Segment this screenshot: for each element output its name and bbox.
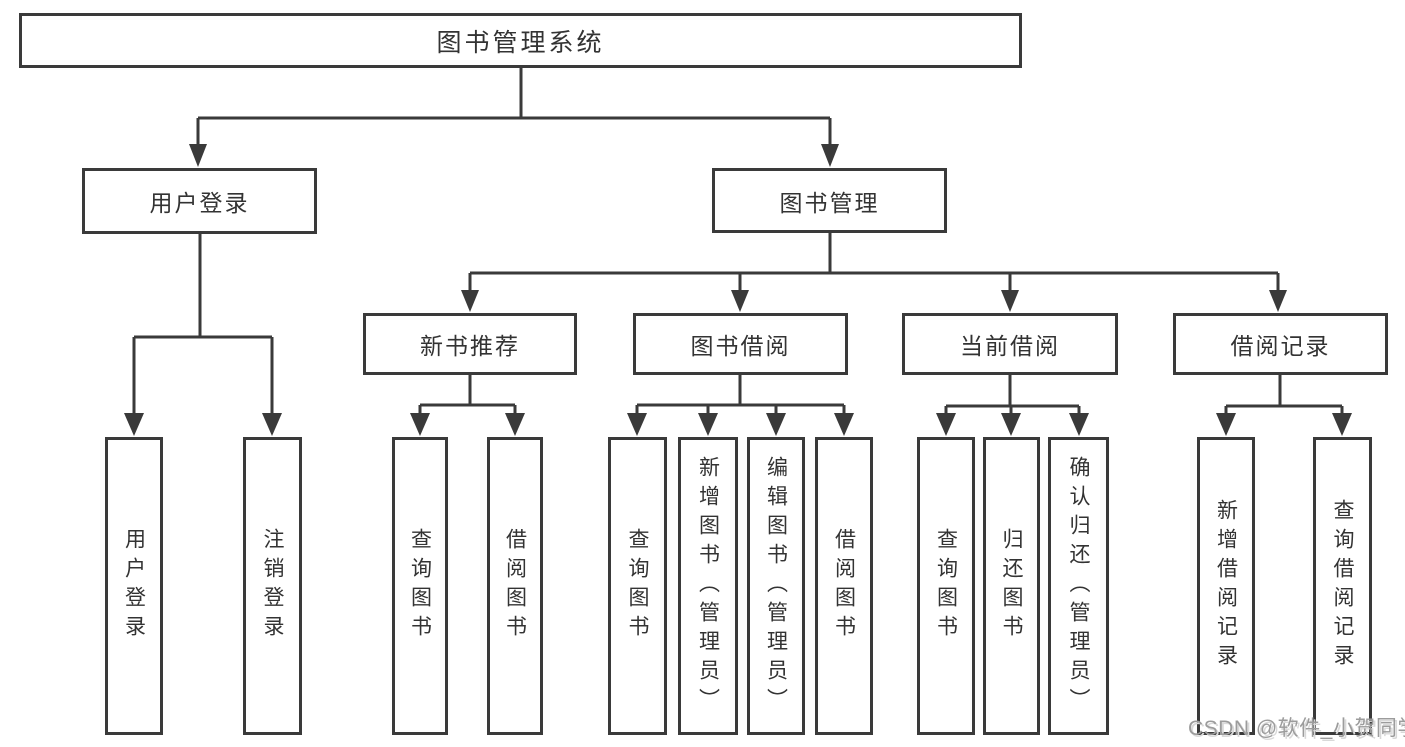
leaf-label: 新增借阅记录 bbox=[1214, 499, 1238, 673]
arrowhead-icons bbox=[124, 144, 1352, 436]
leaf-label: 借阅图书 bbox=[832, 528, 856, 644]
leaf-query-borrow-record: 查询借阅记录 bbox=[1313, 437, 1372, 735]
leaf-label: 借阅图书 bbox=[503, 528, 527, 644]
watermark: CSDN @软件_小贺同学 bbox=[1188, 717, 1405, 740]
leaf-return-book: 归还图书 bbox=[983, 437, 1040, 735]
node-library-system: 图书管理系统 bbox=[19, 13, 1022, 68]
node-label: 图书管理 bbox=[779, 189, 880, 216]
node-user-login: 用户登录 bbox=[82, 168, 317, 234]
node-label: 图书管理系统 bbox=[436, 28, 605, 57]
leaf-query-books-borrow: 查询图书 bbox=[608, 437, 667, 735]
node-label: 当前借阅 bbox=[960, 333, 1060, 359]
leaf-label: 查询借阅记录 bbox=[1331, 499, 1354, 673]
node-label: 用户登录 bbox=[149, 190, 250, 216]
leaf-query-books-recommend: 查询图书 bbox=[392, 437, 448, 735]
node-label: 新书推荐 bbox=[420, 333, 520, 359]
leaf-label: 查询图书 bbox=[408, 528, 432, 644]
leaf-borrow-books: 借阅图书 bbox=[815, 437, 873, 735]
node-book-borrowing: 图书借阅 bbox=[633, 313, 848, 375]
leaf-label: 归还图书 bbox=[1000, 528, 1023, 644]
leaf-add-borrow-record: 新增借阅记录 bbox=[1197, 437, 1255, 735]
node-label: 图书借阅 bbox=[690, 333, 791, 359]
leaf-label: 用户登录 bbox=[122, 528, 146, 644]
tree-edges bbox=[132, 68, 1344, 416]
leaf-label: 查询图书 bbox=[626, 528, 649, 644]
leaf-borrow-books-recommend: 借阅图书 bbox=[487, 437, 543, 735]
leaf-label: 注销登录 bbox=[261, 528, 284, 644]
leaf-query-books-current: 查询图书 bbox=[917, 437, 975, 735]
leaf-label: 查询图书 bbox=[934, 528, 958, 644]
leaf-label: 新增图书（管理员） bbox=[696, 455, 720, 717]
node-current-borrowing: 当前借阅 bbox=[902, 313, 1118, 375]
node-book-management: 图书管理 bbox=[712, 168, 947, 233]
leaf-confirm-return-admin: 确认归还（管理员） bbox=[1048, 437, 1109, 735]
node-label: 借阅记录 bbox=[1230, 333, 1331, 359]
leaf-label: 确认归还（管理员） bbox=[1067, 455, 1090, 717]
leaf-edit-book-admin: 编辑图书（管理员） bbox=[747, 437, 805, 735]
leaf-add-book-admin: 新增图书（管理员） bbox=[678, 437, 738, 735]
node-borrowing-records: 借阅记录 bbox=[1173, 313, 1388, 375]
node-new-book-recommend: 新书推荐 bbox=[363, 313, 577, 375]
leaf-user-login: 用户登录 bbox=[105, 437, 163, 735]
leaf-label: 编辑图书（管理员） bbox=[764, 455, 788, 717]
leaf-logout: 注销登录 bbox=[243, 437, 302, 735]
